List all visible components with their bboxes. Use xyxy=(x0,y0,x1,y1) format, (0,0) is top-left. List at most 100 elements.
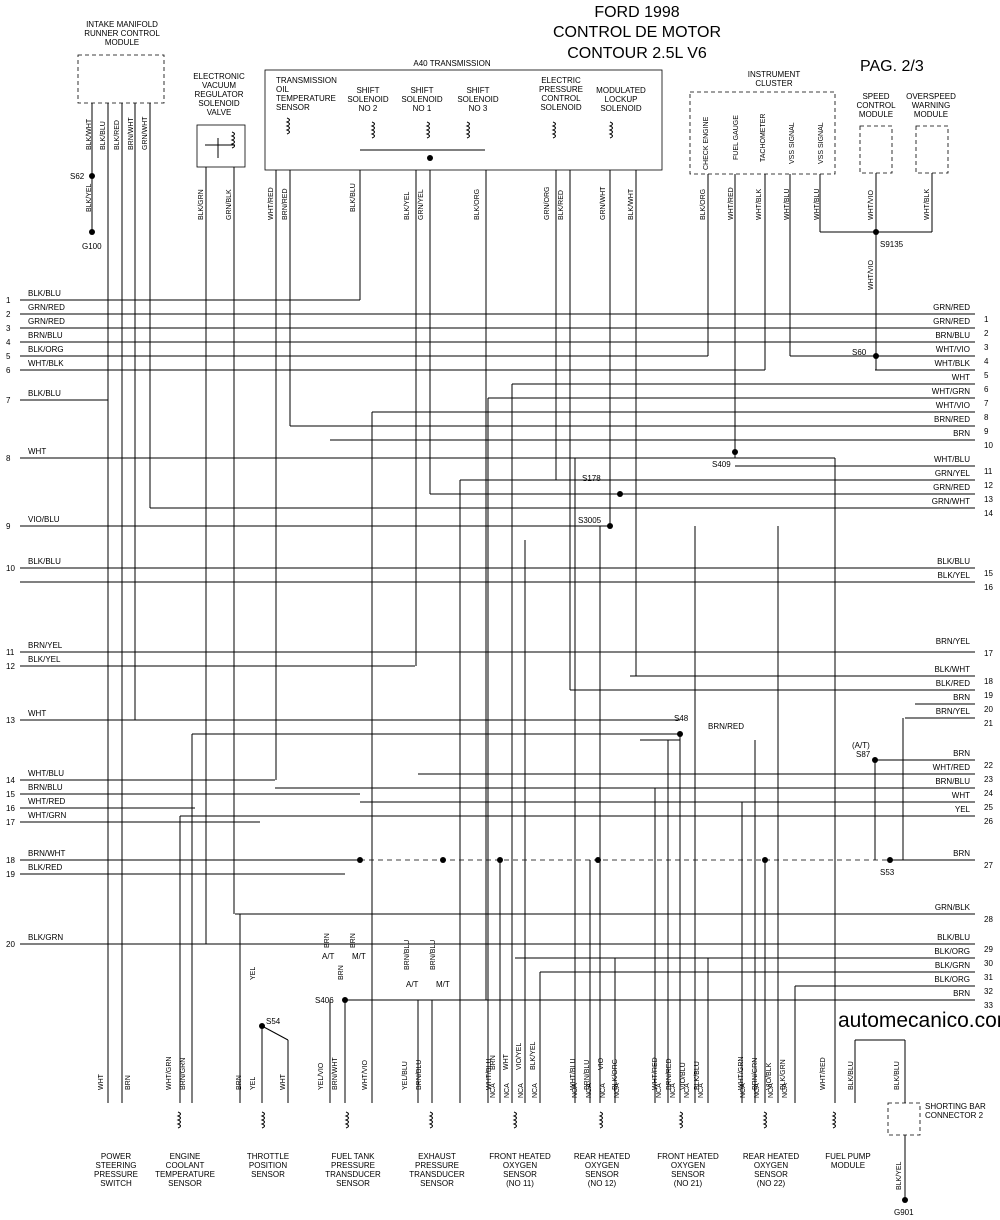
left-pin-number: 17 xyxy=(6,818,15,827)
right-pin-number: 4 xyxy=(984,357,989,366)
splice-dot xyxy=(887,857,893,863)
right-pin-number: 22 xyxy=(984,761,993,770)
right-pin-wire: GRN/RED xyxy=(933,317,970,326)
page-number: PAG. 2/3 xyxy=(860,58,924,75)
component-box xyxy=(689,91,836,175)
splice-dot xyxy=(872,757,878,763)
splice-dot xyxy=(762,857,768,863)
top-wire-label: WHT/VIO xyxy=(868,260,875,290)
top-wire-label: BRN/WHT xyxy=(128,117,135,150)
component-box xyxy=(887,1102,921,1136)
top-wire-label: WHT/BLU xyxy=(784,188,791,221)
right-pin-number: 18 xyxy=(984,677,993,686)
bottom-wire-label: YEL xyxy=(250,1076,257,1090)
solenoid-coil-icon xyxy=(598,1111,603,1129)
splice-s53: S53 xyxy=(880,868,895,877)
component-box xyxy=(915,125,949,174)
right-pin-wire: GRN/WHT xyxy=(931,497,970,506)
bottom-wire-label: VIO/YEL xyxy=(516,1042,523,1070)
left-pin-number: 3 xyxy=(6,324,11,333)
splice-dot xyxy=(677,731,683,737)
right-pin-number: 27 xyxy=(984,861,993,870)
bottom-wire-label: BRN/GRN xyxy=(180,1057,187,1090)
splice-dot xyxy=(595,857,601,863)
right-pin-wire: BLK/GRN xyxy=(934,961,970,970)
eptp-mt-label: M/T xyxy=(436,980,450,989)
top-wire-label: WHT/BLK xyxy=(924,188,931,220)
solenoid-coil-icon xyxy=(762,1111,767,1129)
nca-label: NCA xyxy=(698,1083,705,1098)
right-pin-wire: BLK/ORG xyxy=(934,947,970,956)
evr-label: ELECTRONIC VACUUM REGULATOR SOLENOID VAL… xyxy=(193,72,245,117)
left-pin-wire: BLK/ORG xyxy=(28,345,64,354)
ss3-label: SHIFT SOLENOID NO 3 xyxy=(457,86,499,113)
left-pin-wire: WHT/RED xyxy=(28,797,66,806)
top-wire-label: BLK/RED xyxy=(558,190,565,220)
right-pin-number: 26 xyxy=(984,817,993,826)
splice-s54: S54 xyxy=(266,1017,281,1026)
ftpt-label: FUEL TANK PRESSURE TRANSDUCER SENSOR xyxy=(325,1152,381,1188)
splice-dot xyxy=(427,155,433,161)
bottom-wire-label: BLK/BLU xyxy=(848,1061,855,1090)
left-pin-number: 13 xyxy=(6,716,15,725)
right-pin-wire: BLK/WHT xyxy=(934,665,970,674)
eptp-at-label: A/T xyxy=(406,980,419,989)
top-wire-label: BLK/RED xyxy=(114,120,121,150)
solenoid-coil-icon xyxy=(465,121,470,139)
left-pin-number: 5 xyxy=(6,352,11,361)
right-pin-wire: WHT/VIO xyxy=(935,345,970,354)
bottom-wire-label: BRN xyxy=(125,1075,132,1090)
right-pin-wire: WHT/VIO xyxy=(935,401,970,410)
right-pin-number: 19 xyxy=(984,691,993,700)
ground-g901: G901 xyxy=(894,1208,914,1217)
header-model: CONTOUR 2.5L V6 xyxy=(567,45,707,62)
splice-s178: S178 xyxy=(582,474,601,483)
left-pin-number: 20 xyxy=(6,940,15,949)
top-wire-label: WHT/RED xyxy=(268,187,275,220)
solenoid-coil-icon xyxy=(512,1111,517,1129)
bottom-wire-label: VIO xyxy=(598,1057,605,1070)
top-wire-label: BRN/RED xyxy=(282,188,289,220)
psps-label: POWER STEERING PRESSURE SWITCH xyxy=(93,1152,139,1188)
eptp-label: EXHAUST PRESSURE TRANSDUCER SENSOR xyxy=(409,1152,465,1188)
solenoid-coil-icon xyxy=(260,1111,265,1129)
tot-label: TRANSMISSION OIL TEMPERATURE SENSOR xyxy=(276,76,337,112)
component-box xyxy=(196,124,246,168)
ss2-label: SHIFT SOLENOID NO 2 xyxy=(347,86,389,113)
top-wire-label: BLK/WHT xyxy=(628,188,635,220)
top-wire-label: WHT/VIO xyxy=(868,190,875,220)
bottom-wire-label: BLK/BLU xyxy=(894,1061,901,1090)
splice-dot xyxy=(89,173,95,179)
right-pin-number: 10 xyxy=(984,441,993,450)
bottom-wire-label: BRN/BLU xyxy=(404,939,411,970)
splice-dot xyxy=(732,449,738,455)
splice-dot xyxy=(902,1197,908,1203)
nca-label: NCA xyxy=(656,1083,663,1098)
a40-label: A40 TRANSMISSION xyxy=(413,59,491,68)
ic-tachometer: TACHOMETER xyxy=(760,113,767,162)
right-pin-number: 3 xyxy=(984,343,989,352)
splice-s60: S60 xyxy=(852,348,867,357)
header-title: CONTROL DE MOTOR xyxy=(552,24,722,41)
component-box xyxy=(77,54,165,104)
splice-dot xyxy=(259,1023,265,1029)
top-wire-label: BLK/YEL xyxy=(86,183,93,212)
nca-label: NCA xyxy=(782,1083,789,1098)
right-pin-number: 2 xyxy=(984,329,989,338)
left-pin-wire: WHT/BLK xyxy=(28,359,64,368)
solenoid-coil-icon xyxy=(285,117,290,135)
right-pin-wire: WHT/GRN xyxy=(931,387,970,396)
top-wire-label: WHT/BLK xyxy=(756,188,763,220)
ic-vss-signal-2: VSS SIGNAL xyxy=(818,122,825,164)
right-pin-wire: BRN/BLU xyxy=(935,331,970,340)
splice-s406: S406 xyxy=(315,996,334,1005)
left-pin-number: 6 xyxy=(6,366,11,375)
right-pin-wire: BLK/ORG xyxy=(934,975,970,984)
bottom-wire-label: BRN xyxy=(350,933,357,948)
right-pin-number: 1 xyxy=(984,315,989,324)
right-pin-wire: BRN xyxy=(953,693,970,702)
right-pin-wire: GRN/RED xyxy=(933,483,970,492)
left-pin-wire: BLK/BLU xyxy=(28,389,61,398)
nca-label: NCA xyxy=(532,1083,539,1098)
top-wire-label: BLK/YEL xyxy=(404,191,411,220)
